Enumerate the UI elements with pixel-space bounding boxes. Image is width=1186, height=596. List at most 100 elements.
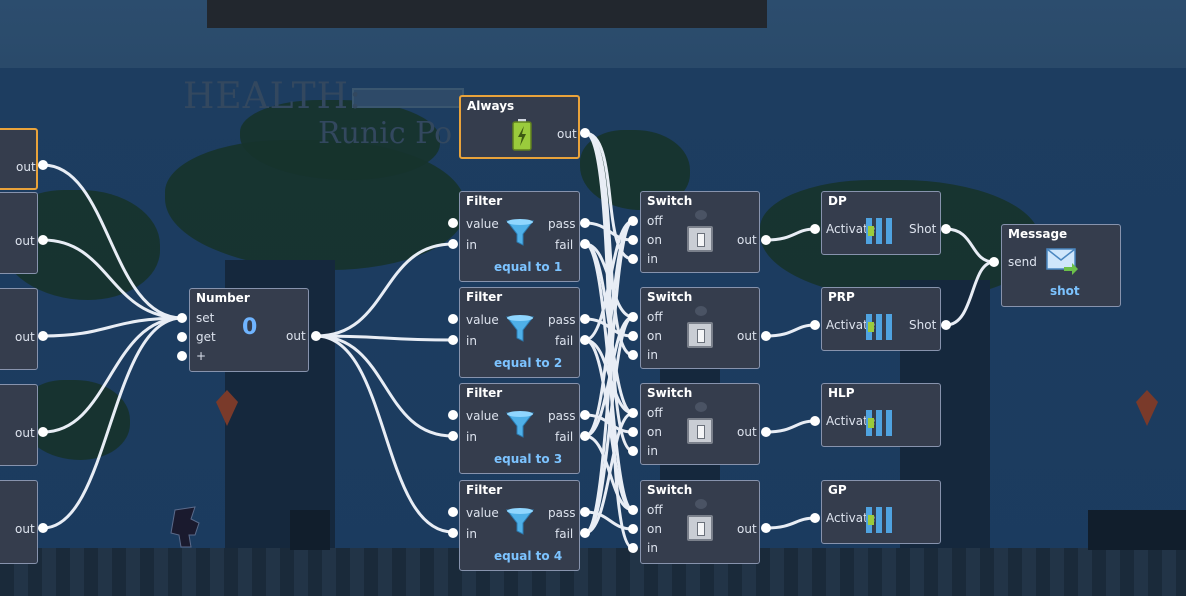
activate-port-label: Activate [826, 318, 876, 332]
out-port-pin[interactable] [761, 427, 771, 437]
left-node-5[interactable]: out [0, 480, 38, 564]
out-port-pin[interactable] [38, 160, 48, 170]
number-node[interactable]: Number set get + 0 out [189, 288, 309, 372]
in-port-label: in [647, 541, 658, 555]
left-node-3[interactable]: out [0, 288, 38, 370]
off-port-pin[interactable] [628, 312, 638, 322]
pass-port-pin[interactable] [580, 314, 590, 324]
switch-node-3[interactable]: Switch off on in out [640, 383, 760, 465]
wire [314, 334, 455, 534]
value-port-pin[interactable] [448, 314, 458, 324]
left-node-2[interactable]: out [0, 192, 38, 274]
left-node-4[interactable]: out [0, 384, 38, 466]
node-title: Filter [466, 194, 503, 208]
switch-node-2[interactable]: Switch off on in out [640, 287, 760, 369]
pass-port-label: pass [548, 217, 576, 231]
plus-port-pin[interactable] [177, 351, 187, 361]
action-node-gp[interactable]: GP Activate [821, 480, 941, 544]
pass-port-pin[interactable] [580, 410, 590, 420]
out-port-pin[interactable] [38, 331, 48, 341]
in-port-pin[interactable] [628, 254, 638, 264]
wire [314, 242, 455, 338]
out-port-pin[interactable] [761, 235, 771, 245]
value-port-label: value [466, 217, 499, 231]
filter-node-3[interactable]: Filter value in pass fail equal to 3 [459, 383, 580, 474]
filter-node-4[interactable]: Filter value in pass fail equal to 4 [459, 480, 580, 571]
filter-node-1[interactable]: Filter value in pass fail equal to 1 [459, 191, 580, 282]
wire [314, 334, 455, 342]
out-port-pin[interactable] [761, 331, 771, 341]
out-port-label: out [16, 160, 36, 174]
activate-port-label: Activate [826, 511, 876, 525]
action-node-hlp[interactable]: HLP Activate [821, 383, 941, 447]
node-title: Switch [647, 290, 693, 304]
get-port-pin[interactable] [177, 332, 187, 342]
filter-node-2[interactable]: Filter value in pass fail equal to 2 [459, 287, 580, 378]
fail-port-pin[interactable] [580, 239, 590, 249]
out-port-pin[interactable] [580, 128, 590, 138]
on-port-pin[interactable] [628, 524, 638, 534]
out-port-label: out [737, 425, 757, 439]
filter-condition: equal to 2 [494, 356, 563, 370]
message-node[interactable]: Message send shot [1001, 224, 1121, 307]
fail-port-pin[interactable] [580, 335, 590, 345]
pass-port-label: pass [548, 409, 576, 423]
off-port-pin[interactable] [628, 505, 638, 515]
activate-port-pin[interactable] [810, 416, 820, 426]
action-node-dp[interactable]: DP Activate Shot [821, 191, 941, 255]
message-value: shot [1050, 284, 1080, 298]
wire [764, 419, 817, 434]
in-port-pin[interactable] [448, 431, 458, 441]
switch-node-4[interactable]: Switch off on in out [640, 480, 760, 564]
node-title: Message [1008, 227, 1068, 241]
fail-port-pin[interactable] [580, 528, 590, 538]
block-grid-icon [866, 507, 896, 533]
activate-port-pin[interactable] [810, 513, 820, 523]
action-node-prp[interactable]: PRP Activate Shot [821, 287, 941, 351]
shot-port-pin[interactable] [941, 320, 951, 330]
in-port-pin[interactable] [448, 335, 458, 345]
out-port-pin[interactable] [38, 235, 48, 245]
crystal-pickup-icon [1136, 390, 1158, 426]
pass-port-pin[interactable] [580, 507, 590, 517]
always-node[interactable]: Always out [459, 95, 580, 159]
wire [314, 334, 455, 438]
activate-port-pin[interactable] [810, 224, 820, 234]
shot-port-pin[interactable] [941, 224, 951, 234]
on-port-pin[interactable] [628, 427, 638, 437]
wire [764, 227, 817, 242]
left-node-1[interactable]: out [0, 128, 38, 190]
in-port-label: in [466, 238, 477, 252]
value-port-label: value [466, 506, 499, 520]
out-port-pin[interactable] [311, 331, 321, 341]
value-port-pin[interactable] [448, 507, 458, 517]
value-port-pin[interactable] [448, 410, 458, 420]
in-port-pin[interactable] [628, 543, 638, 553]
fail-port-label: fail [555, 238, 574, 252]
pass-port-pin[interactable] [580, 218, 590, 228]
off-port-pin[interactable] [628, 216, 638, 226]
off-port-pin[interactable] [628, 408, 638, 418]
out-port-label: out [15, 426, 35, 440]
value-port-pin[interactable] [448, 218, 458, 228]
in-port-pin[interactable] [448, 239, 458, 249]
on-port-pin[interactable] [628, 235, 638, 245]
out-port-pin[interactable] [38, 523, 48, 533]
switch-indicator [695, 210, 707, 220]
in-port-pin[interactable] [628, 350, 638, 360]
out-port-pin[interactable] [761, 523, 771, 533]
switch-node-1[interactable]: Switch off on in out [640, 191, 760, 273]
fail-port-label: fail [555, 334, 574, 348]
send-port-pin[interactable] [989, 257, 999, 267]
on-port-pin[interactable] [628, 331, 638, 341]
set-port-pin[interactable] [177, 313, 187, 323]
in-port-pin[interactable] [448, 528, 458, 538]
wire [41, 316, 184, 434]
fail-port-pin[interactable] [580, 431, 590, 441]
activate-port-pin[interactable] [810, 320, 820, 330]
filter-condition: equal to 3 [494, 452, 563, 466]
out-port-pin[interactable] [38, 427, 48, 437]
envelope-icon [1046, 248, 1078, 275]
in-port-pin[interactable] [628, 446, 638, 456]
